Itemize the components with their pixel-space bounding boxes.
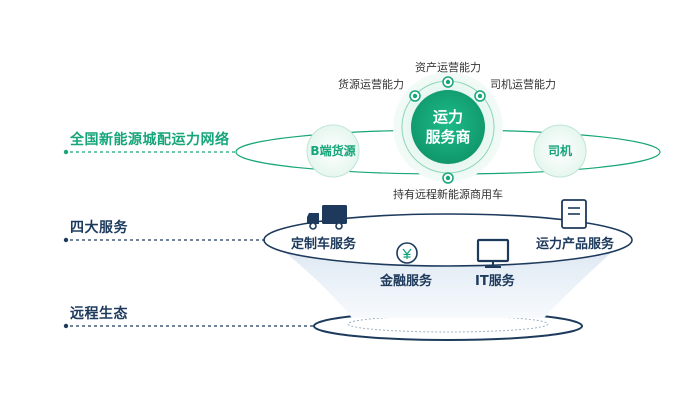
finance-icon [396,242,418,264]
ecosystem-leader [63,323,316,329]
funnel-body [285,252,612,318]
hub-title-line2: 服务商 [425,128,471,146]
partner-driver-label: 司机 [547,144,572,158]
document-icon [561,199,587,229]
cargo-circle [306,124,360,178]
service-it: IT服务 [475,274,515,289]
services-leader [63,237,266,243]
truck-icon [307,205,347,230]
partner-cargo-label: B端货源 [310,144,356,158]
services-row-title: 四大服务 [70,220,128,236]
ecosystem-row-title: 远程生态 [70,306,128,322]
driver-circle [533,124,587,178]
orbit-node-top [442,76,454,88]
network-leader [63,149,238,155]
hub-title-line1: 运力 [432,108,463,126]
hub-core [411,90,485,164]
hub-title: 运力 服务商 [411,107,485,147]
orbit-node-bottom [442,172,454,184]
monitor-icon [476,238,510,268]
network-row-title: 全国新能源城配运力网络 [70,132,230,148]
capability-vehicles: 持有远程新能源商用车 [393,188,503,201]
capability-cargo: 货源运营能力 [338,78,404,91]
service-capacity-product: 运力产品服务 [536,237,615,252]
capability-asset: 资产运营能力 [415,61,481,74]
orbit-node-right [474,90,486,102]
capability-driver: 司机运营能力 [490,78,556,91]
service-custom-vehicle: 定制车服务 [291,237,357,252]
service-finance: 金融服务 [380,274,433,289]
orbit-node-left [409,90,421,102]
